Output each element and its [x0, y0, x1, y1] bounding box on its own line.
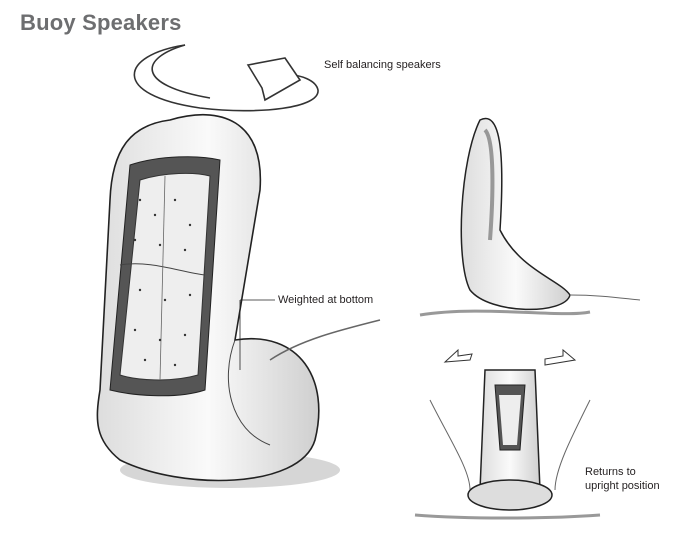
right-arrow-icon [544, 348, 577, 366]
rotation-arrow-icon [133, 44, 319, 112]
label-returns-upright: Returns to upright position [585, 465, 660, 493]
page-title: Buoy Speakers [20, 10, 182, 35]
main-speaker-sketch [96, 113, 381, 488]
left-arrow-icon [443, 348, 473, 363]
label-self-balancing: Self balancing speakers [324, 59, 441, 71]
upright-view-sketch [414, 348, 601, 520]
label-returns-line2: upright position [585, 480, 660, 492]
label-weighted: Weighted at bottom [278, 294, 374, 306]
label-returns-line1: Returns to [585, 466, 636, 478]
side-view-sketch [419, 117, 641, 317]
